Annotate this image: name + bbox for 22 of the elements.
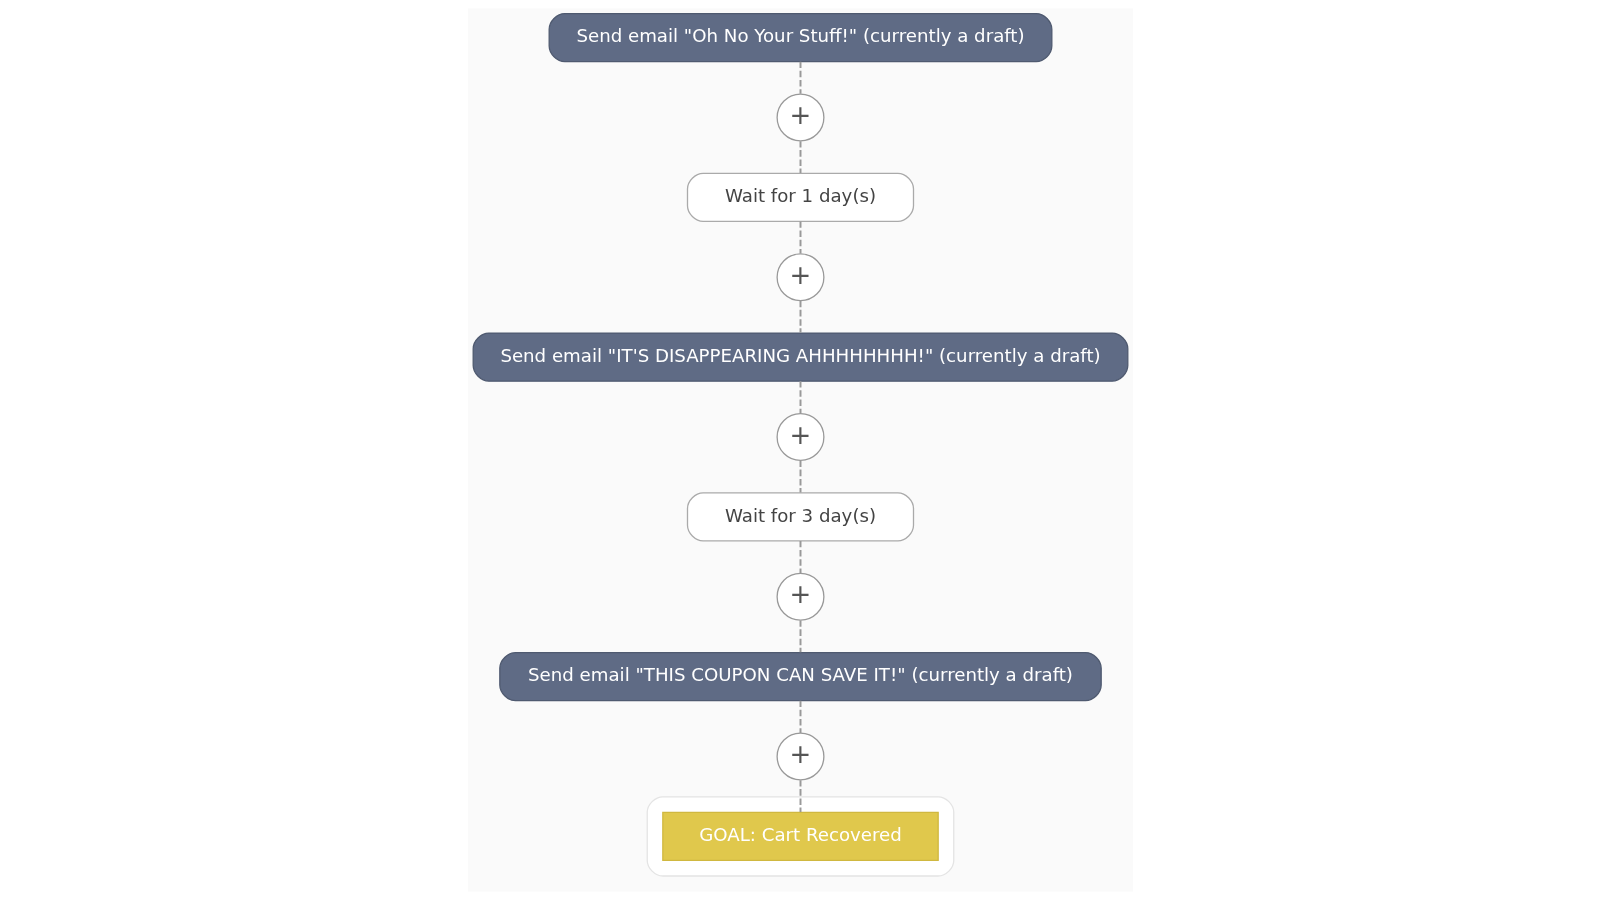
node-box: Send email "Oh No Your Stuff!" (currently a draft) xyxy=(548,12,1052,63)
connector xyxy=(799,540,801,575)
node-box: Send email "IT'S DISAPPEARING AHHHHHHHH!" (currently a draft) xyxy=(472,332,1128,382)
connector xyxy=(799,699,801,734)
node-box: GOAL: Cart Recovered xyxy=(661,811,939,862)
node-circle: + xyxy=(775,413,825,462)
node-circle: + xyxy=(775,93,825,142)
connector xyxy=(799,779,801,813)
node-box: Wait for 3 day(s) xyxy=(686,492,914,542)
connector xyxy=(799,220,801,255)
node-circle: + xyxy=(775,732,825,781)
node-box: Send email "THIS COUPON CAN SAVE IT!" (currently a draft) xyxy=(498,651,1102,702)
cluster xyxy=(646,796,954,877)
connector xyxy=(799,60,801,95)
connector xyxy=(799,619,801,654)
connector xyxy=(799,140,801,174)
node-circle: + xyxy=(775,572,825,621)
node-box: Wait for 1 day(s) xyxy=(686,172,914,223)
connector xyxy=(799,299,801,334)
connector xyxy=(799,380,801,415)
connector xyxy=(799,459,801,494)
node-circle: + xyxy=(775,253,825,302)
